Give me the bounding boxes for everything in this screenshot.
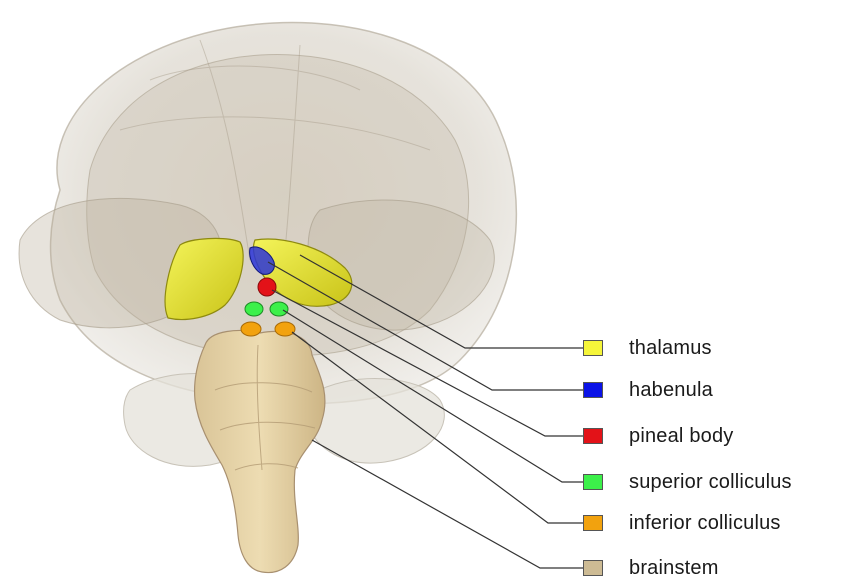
legend-item-pineal-body: pineal body <box>583 424 734 448</box>
legend-item-inferior-colliculus: inferior colliculus <box>583 511 781 535</box>
legend-label: superior colliculus <box>629 471 792 494</box>
legend-label: pineal body <box>629 425 734 448</box>
swatch-brainstem <box>583 560 603 576</box>
legend-label: thalamus <box>629 337 712 360</box>
legend-label: brainstem <box>629 557 719 580</box>
legend-label: inferior colliculus <box>629 512 781 535</box>
swatch-thalamus <box>583 340 603 356</box>
swatch-habenula <box>583 382 603 398</box>
legend-item-superior-colliculus: superior colliculus <box>583 470 792 494</box>
legend-label: habenula <box>629 379 713 402</box>
brainstem-shape <box>195 331 325 573</box>
swatch-superior-colliculus <box>583 474 603 490</box>
legend-item-habenula: habenula <box>583 378 713 402</box>
legend-item-brainstem: brainstem <box>583 556 719 580</box>
pineal-body-shape <box>258 278 276 296</box>
swatch-pineal-body <box>583 428 603 444</box>
swatch-inferior-colliculus <box>583 515 603 531</box>
legend-item-thalamus: thalamus <box>583 336 712 360</box>
